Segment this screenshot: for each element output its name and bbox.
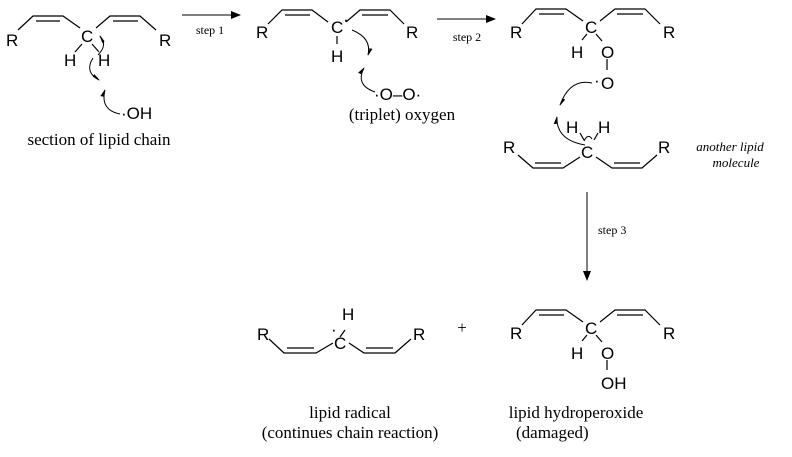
another-lipid-molecule: H H C R R another lipid molecule bbox=[503, 118, 764, 170]
step3-label: step 3 bbox=[598, 223, 626, 237]
curved-arrow-icon bbox=[553, 116, 586, 146]
r-group: R bbox=[406, 23, 418, 42]
hydrogen-atom: H bbox=[598, 118, 610, 137]
hydrogen-atom: H bbox=[98, 51, 110, 70]
curved-arrow-icon bbox=[97, 35, 105, 56]
curved-arrow-icon bbox=[351, 29, 373, 56]
hydrogen-atom: H bbox=[342, 305, 354, 324]
lipid-chain-label: section of lipid chain bbox=[27, 130, 171, 149]
carbon-radical-molecule: R R C · H ·O–O· (triplet) oxygen bbox=[256, 9, 456, 124]
r-group: R bbox=[257, 325, 269, 344]
r-group: R bbox=[663, 324, 675, 343]
carbon-atom: C bbox=[581, 143, 593, 162]
hydroxyl-radical: ·OH bbox=[121, 104, 152, 123]
hydrogen-atom: H bbox=[571, 43, 583, 62]
r-group: R bbox=[256, 23, 268, 42]
peroxyl-radical-molecule: R R C H O O · bbox=[510, 8, 675, 146]
r-group: R bbox=[510, 23, 522, 42]
plus-sign: + bbox=[457, 318, 467, 337]
hydroxyl-group: OH bbox=[601, 374, 627, 393]
carbon-radical: C bbox=[331, 18, 343, 37]
carbon-atom: C bbox=[81, 27, 93, 46]
r-group: R bbox=[413, 325, 425, 344]
another-lipid-label: molecule bbox=[713, 155, 760, 170]
oxygen-radical: O bbox=[601, 74, 614, 93]
oxygen-atom: O bbox=[601, 344, 614, 363]
triplet-oxygen: ·O–O· bbox=[374, 85, 421, 104]
hydrogen-atom: H bbox=[566, 118, 578, 137]
r-group: R bbox=[503, 138, 515, 157]
hydrogen-atom: H bbox=[64, 51, 76, 70]
oxygen-atom: O bbox=[601, 43, 614, 62]
r-group: R bbox=[658, 138, 670, 157]
r-group: R bbox=[159, 31, 171, 50]
curved-arrow-icon bbox=[89, 57, 100, 81]
hydrogen-atom: H bbox=[571, 344, 583, 363]
step2-label: step 2 bbox=[453, 30, 481, 44]
lipid-radical-label: lipid radical bbox=[309, 403, 391, 422]
curved-arrow-icon bbox=[358, 67, 376, 93]
lipid-radical-note: (continues chain reaction) bbox=[262, 423, 439, 442]
radical-dot: · bbox=[594, 71, 600, 90]
another-lipid-label: another lipid bbox=[696, 139, 764, 154]
hydroperoxide-label: lipid hydroperoxide bbox=[509, 403, 644, 422]
lipid-hydroperoxide-product: R R C H O OH lipid hydroperoxide (damage… bbox=[509, 309, 675, 442]
r-group: R bbox=[6, 31, 18, 50]
hydrogen-atom: H bbox=[331, 47, 343, 66]
curved-arrow-icon bbox=[559, 81, 593, 106]
r-group: R bbox=[663, 23, 675, 42]
step1-label: step 1 bbox=[196, 23, 224, 37]
radical-dot: · bbox=[343, 10, 349, 29]
triplet-oxygen-label: (triplet) oxygen bbox=[349, 105, 456, 124]
lipid-radical-product: R R C · H lipid radical (continues chain… bbox=[257, 305, 438, 442]
r-group: R bbox=[510, 324, 522, 343]
curved-arrow-icon bbox=[100, 89, 121, 115]
lipid-chain-molecule: R R C H H ·OH section of lipid chain bbox=[6, 15, 171, 149]
radical-dot: · bbox=[331, 320, 337, 339]
carbon-atom: C bbox=[585, 18, 597, 37]
carbon-radical: C bbox=[334, 334, 346, 353]
curved-arrow-icon bbox=[583, 135, 593, 142]
hydroperoxide-note: (damaged) bbox=[516, 423, 589, 442]
carbon-atom: C bbox=[585, 319, 597, 338]
